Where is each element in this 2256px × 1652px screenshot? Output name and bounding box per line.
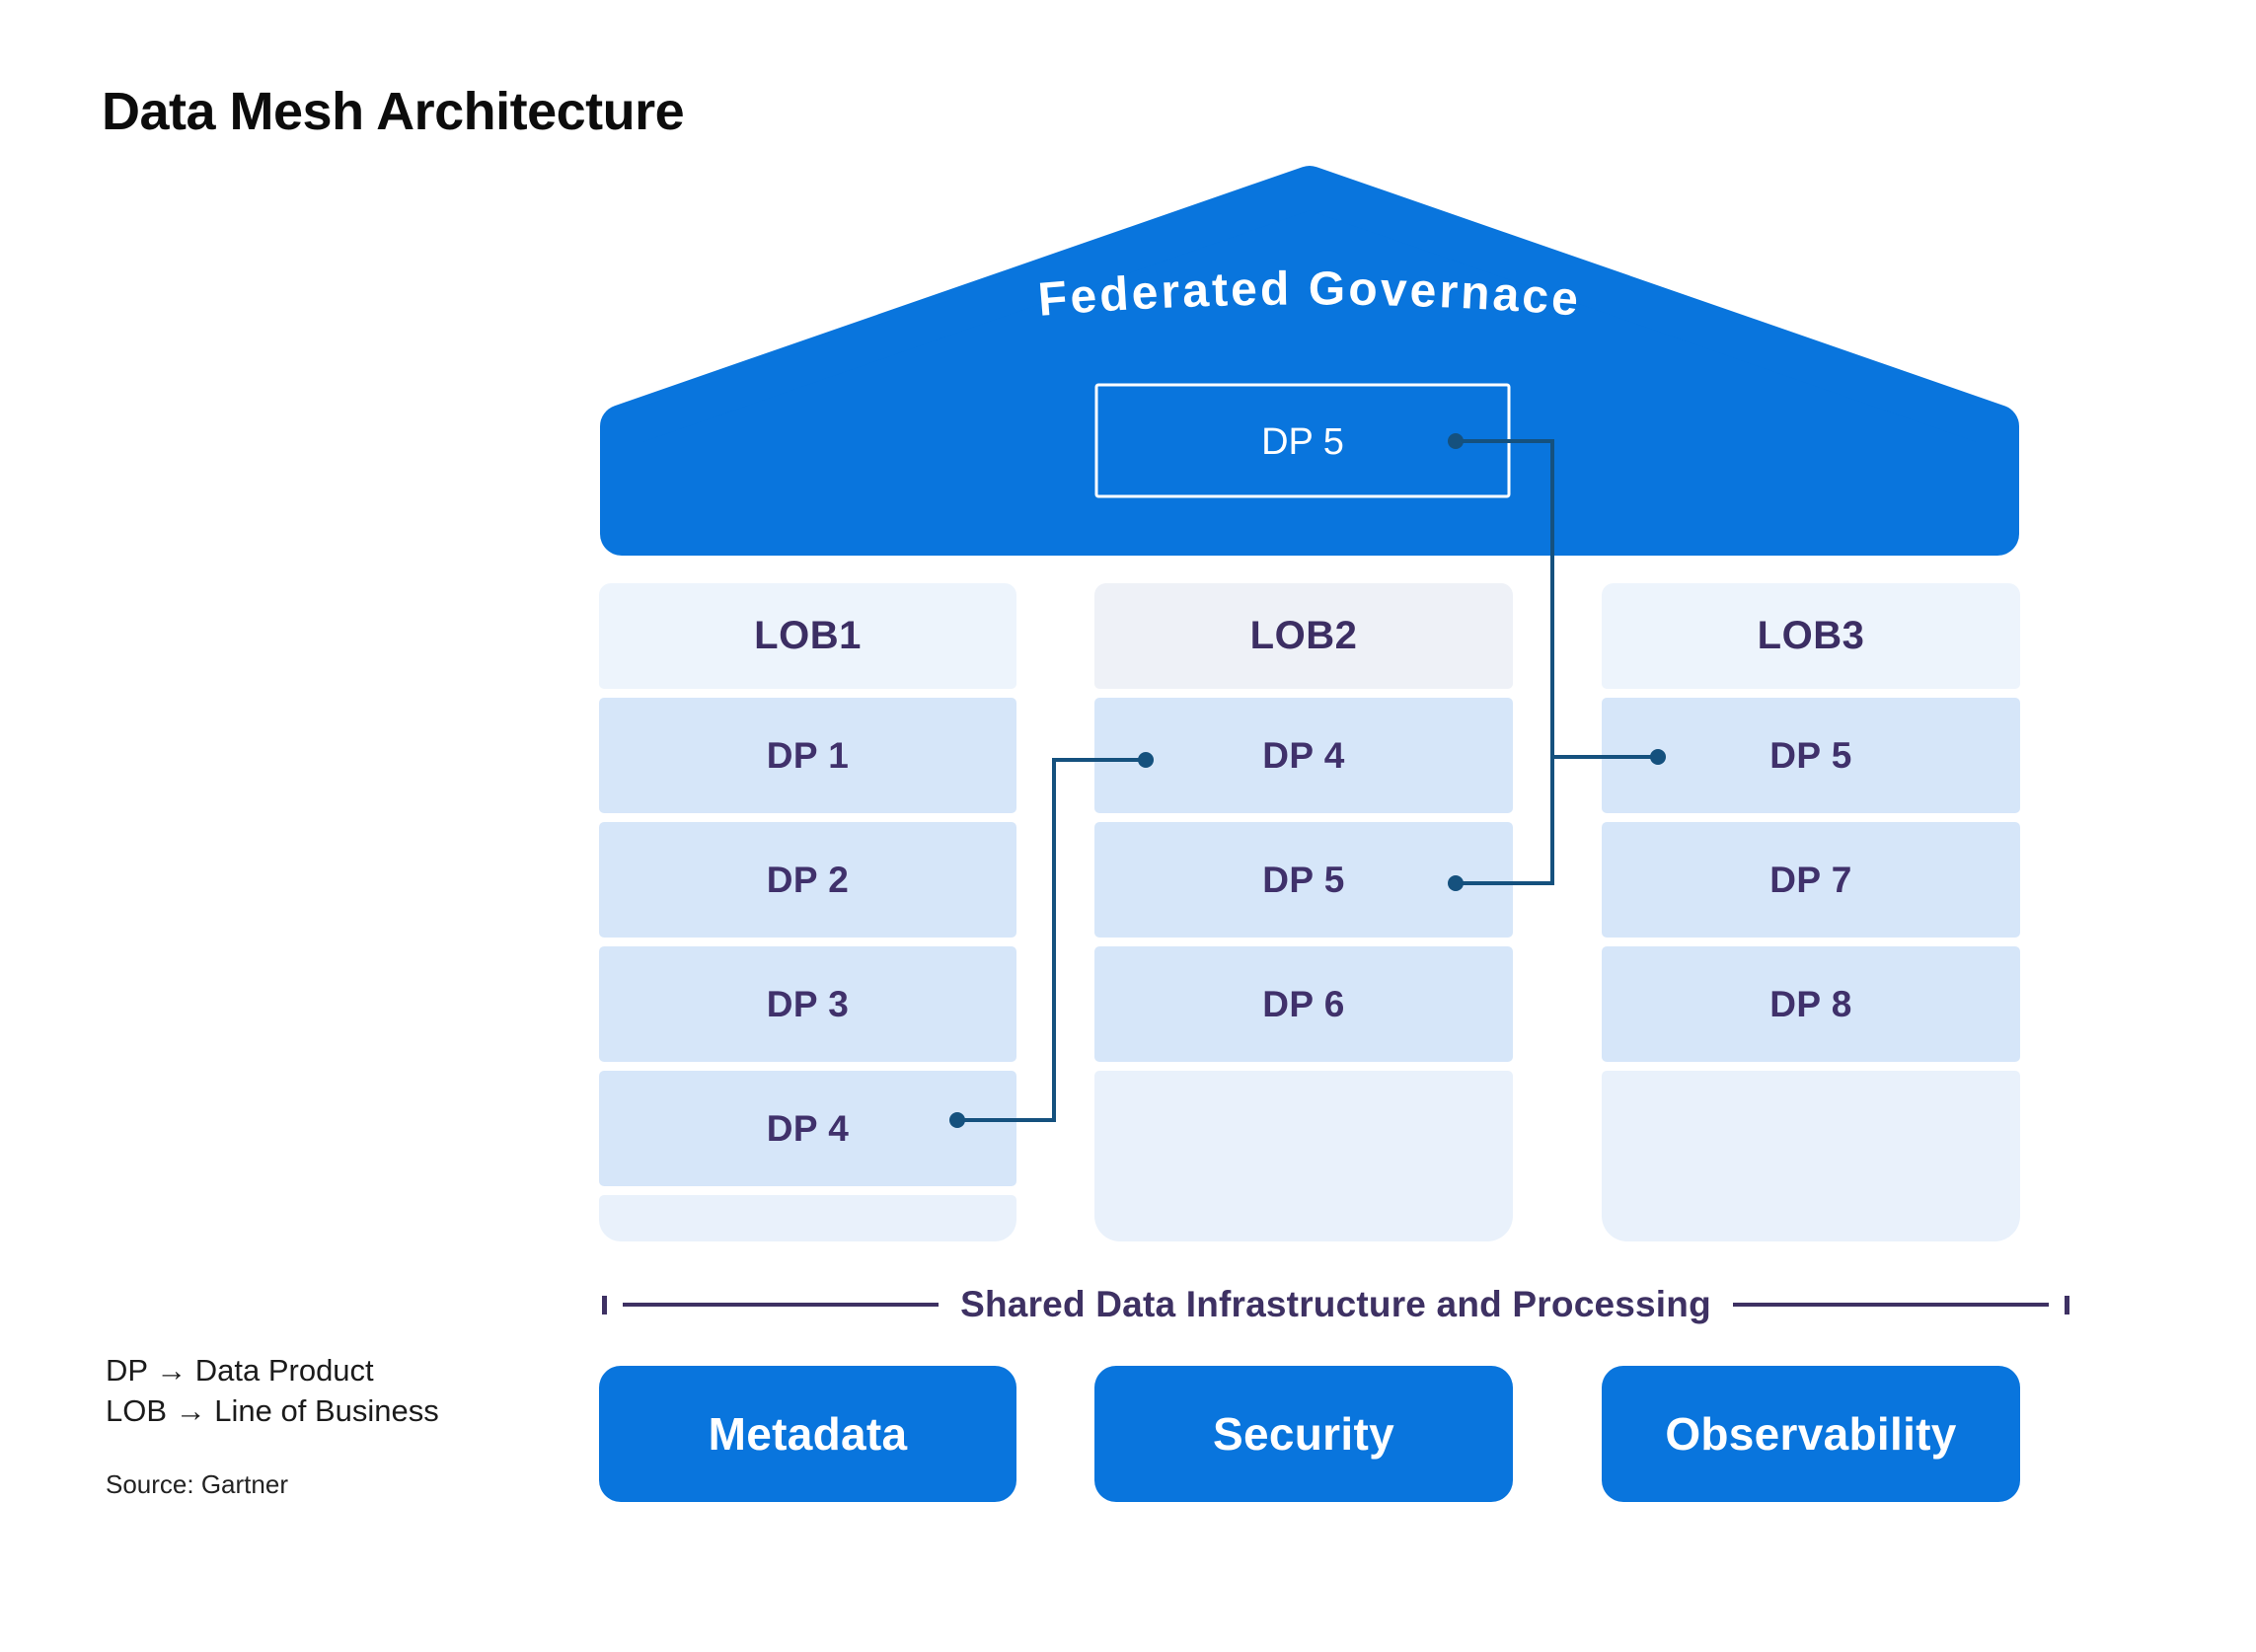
- lob1-dp1-row: DP 1: [599, 698, 1016, 813]
- lob3-column: LOB3 DP 5 DP 7 DP 8: [1602, 583, 2020, 1241]
- lob2-dp5-row: DP 5: [1094, 822, 1513, 938]
- source-credit: Source: Gartner: [106, 1469, 288, 1499]
- lob1-column: LOB1 DP 1 DP 2 DP 3 DP 4: [599, 583, 1016, 1241]
- lob2-header: LOB2: [1094, 583, 1513, 689]
- roof-label-arc-path: [671, 305, 1948, 368]
- lob1-dp3-row: DP 3: [599, 946, 1016, 1062]
- connector-dot-roof-dp5: [1448, 433, 1464, 449]
- lob3-empty-row: [1602, 1071, 2020, 1241]
- security-block: Security: [1094, 1366, 1513, 1502]
- lob2-dp6-row: DP 6: [1094, 946, 1513, 1062]
- divider-right-line: [1732, 1303, 2050, 1307]
- lob1-footer-stub: [599, 1195, 1016, 1241]
- legend-dp-line: DP → Data Product: [106, 1353, 374, 1388]
- lob2-dp4-row: DP 4: [1094, 698, 1513, 813]
- metadata-block: Metadata: [599, 1366, 1016, 1502]
- shared-infrastructure-label: Shared Data Infrastructure and Processin…: [960, 1284, 1711, 1324]
- lob3-header: LOB3: [1602, 583, 2020, 689]
- legend: DP → Data Product LOB → Line of Business: [106, 1350, 439, 1431]
- lob3-dp5-row: DP 5: [1602, 698, 2020, 813]
- observability-block: Observability: [1602, 1366, 2020, 1502]
- page-title: Data Mesh Architecture: [102, 82, 685, 141]
- roof-dp5-box: [1094, 383, 1511, 498]
- divider-left-cap: [602, 1295, 607, 1314]
- shared-infrastructure-divider: Shared Data Infrastructure and Processin…: [602, 1284, 2070, 1324]
- lob1-dp4-row: DP 4: [599, 1071, 1016, 1186]
- roof-dp5-label: DP 5: [1261, 421, 1344, 463]
- divider-left-line: [623, 1303, 940, 1307]
- lob1-dp2-row: DP 2: [599, 822, 1016, 938]
- legend-lob-line: LOB → Line of Business: [106, 1393, 439, 1428]
- federated-governance-label: Federated Governace: [1036, 263, 1583, 326]
- federated-governance-roof-shape: [600, 166, 2019, 556]
- lob3-dp8-row: DP 8: [1602, 946, 2020, 1062]
- lob2-column: LOB2 DP 4 DP 5 DP 6: [1094, 583, 1513, 1241]
- lob1-header: LOB1: [599, 583, 1016, 689]
- lob2-empty-row: [1094, 1071, 1513, 1241]
- divider-right-cap: [2065, 1295, 2070, 1314]
- lob3-dp7-row: DP 7: [1602, 822, 2020, 938]
